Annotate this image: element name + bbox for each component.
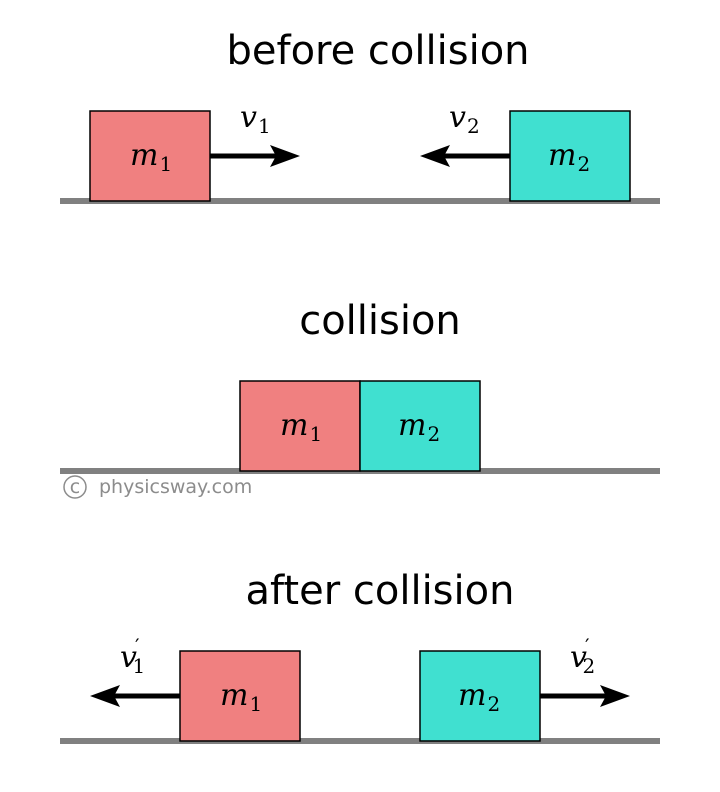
velocity-arrow-v2-after: [540, 685, 630, 707]
label-v2-after: v′2: [570, 634, 595, 678]
label-m2-collision: m2: [398, 408, 440, 446]
panel-before: before collision m1 m2 v1 v2: [60, 28, 660, 204]
label-m1-after: m1: [220, 678, 262, 716]
label-v2-before: v2: [449, 100, 480, 138]
label-v1-before: v1: [240, 100, 271, 138]
label-m1-collision: m1: [280, 408, 322, 446]
copyright-icon: [63, 475, 87, 499]
block-m1-collision: [239, 380, 361, 472]
block-m2-before: [509, 110, 631, 202]
title-collision: collision: [299, 298, 461, 344]
copyright-symbol: c: [70, 476, 80, 498]
velocity-arrow-v2-before: [420, 145, 510, 167]
label-m2-after: m2: [458, 678, 500, 716]
block-m2-collision: [359, 380, 481, 472]
panel-after: after collision m1 m2 v′1 v′2: [60, 568, 660, 744]
panel-collision: collision m1 m2 c physicsway.com: [60, 298, 660, 499]
block-m2-after: [419, 650, 541, 742]
credit-watermark: c physicsway.com: [63, 475, 252, 499]
label-m1-before: m1: [130, 138, 172, 176]
credit-text: physicsway.com: [99, 476, 252, 498]
title-after: after collision: [246, 568, 515, 614]
title-before: before collision: [226, 28, 529, 74]
label-v1-after: v′1: [120, 634, 145, 678]
velocity-arrow-v1-after: [90, 685, 180, 707]
label-m2-before: m2: [548, 138, 590, 176]
block-m1-after: [179, 650, 301, 742]
velocity-arrow-v1-before: [210, 145, 300, 167]
